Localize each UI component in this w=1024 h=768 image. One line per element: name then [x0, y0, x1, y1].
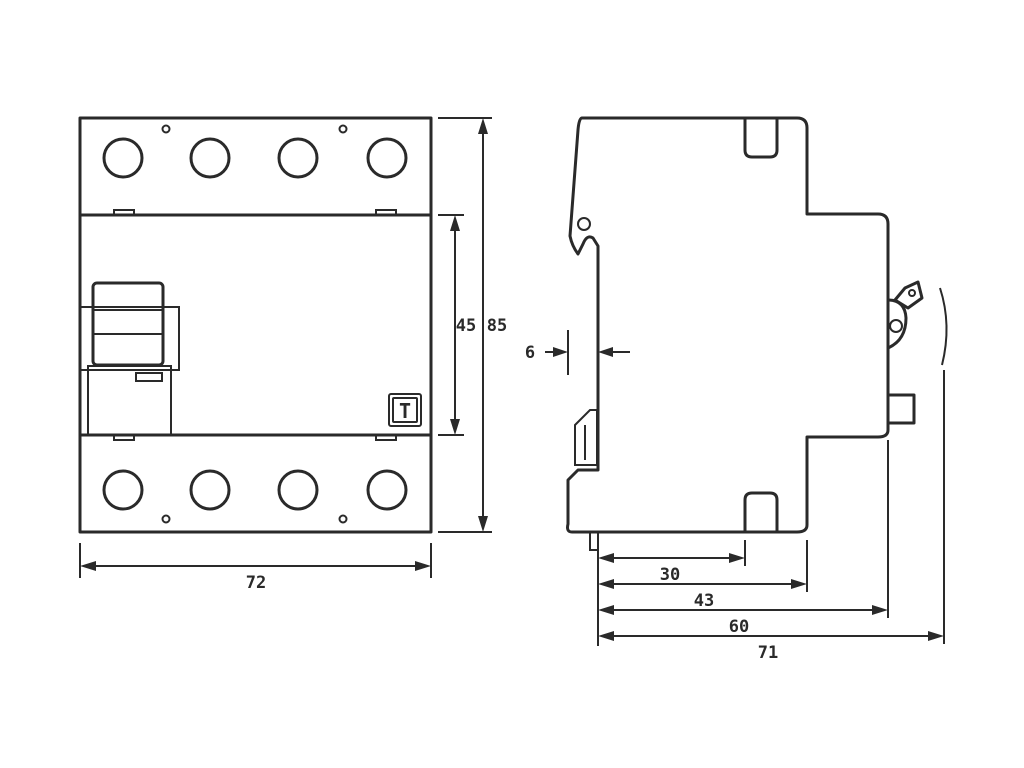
mounting-hole: [161, 124, 171, 134]
terminal-screw: [189, 137, 231, 179]
depth-label-30: 30: [660, 565, 680, 585]
lever-pivot: [886, 280, 924, 350]
divider-clip: [375, 434, 397, 441]
inner-height-label: 45: [456, 316, 476, 336]
din-clip: [574, 409, 598, 466]
test-button-label: T: [399, 399, 411, 423]
terminal-screw: [366, 137, 408, 179]
mounting-hole: [161, 514, 171, 524]
rail-thickness-dimension: 6: [525, 330, 630, 375]
lever-travel-arc: [939, 287, 948, 366]
depth-dimensions: 30 43 60 71: [597, 370, 945, 663]
bottom-terminal-recess: [743, 491, 779, 534]
top-terminals: [102, 124, 408, 179]
terminal-screw: [189, 469, 231, 511]
front-body-outline: [78, 116, 433, 534]
terminal-screw: [366, 469, 408, 511]
bottom-terminals: [102, 469, 408, 524]
test-button: T: [388, 393, 422, 427]
depth-label-71: 71: [758, 643, 778, 663]
terminal-screw: [277, 137, 319, 179]
front-view: T 72 85 45: [78, 116, 507, 593]
side-test-knob: [886, 393, 916, 425]
depth-label-43: 43: [694, 591, 714, 611]
toggle-lever: [79, 281, 180, 436]
terminal-screw: [102, 469, 144, 511]
height-dimension: 85: [438, 117, 507, 533]
width-label: 72: [246, 573, 266, 593]
divider-clip: [113, 209, 135, 216]
top-terminal-recess: [743, 116, 779, 159]
width-dimension: 72: [79, 543, 432, 593]
rail-thickness-label: 6: [525, 343, 535, 363]
divider-clip: [375, 209, 397, 216]
screw-hole: [577, 217, 591, 231]
depth-label-60: 60: [729, 617, 749, 637]
height-label: 85: [487, 316, 507, 336]
pin: [589, 531, 599, 551]
side-body-outline: [566, 116, 890, 534]
inner-height-dimension: 45: [438, 214, 476, 436]
mounting-hole: [338, 124, 348, 134]
side-view: 6 30 43 60: [525, 116, 948, 663]
terminal-screw: [277, 469, 319, 511]
mounting-hole: [338, 514, 348, 524]
terminal-screw: [102, 137, 144, 179]
